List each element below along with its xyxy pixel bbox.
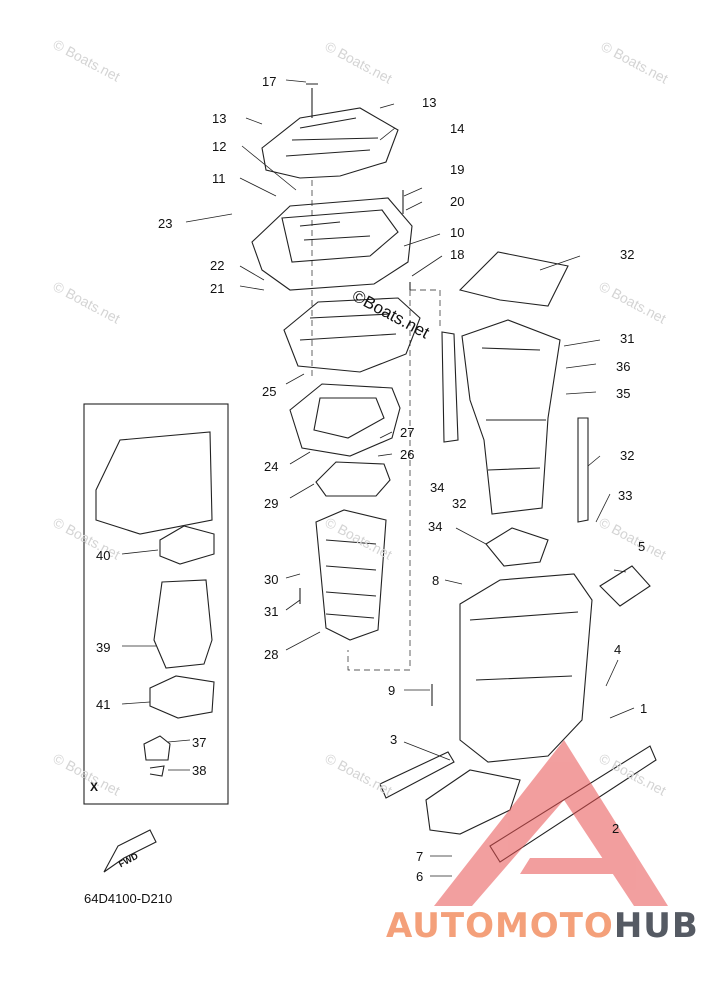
callout-33: 34 [428, 519, 443, 534]
callout-22: 24 [264, 459, 279, 474]
callout-10: 10 [450, 225, 465, 240]
brand-logo-icon [434, 740, 668, 906]
callout-6: 6 [416, 869, 424, 884]
lower-casing-1 [459, 573, 593, 763]
callout-36: 36 [616, 359, 631, 374]
callout-8: 8 [432, 573, 440, 588]
callout-14: 14 [450, 121, 465, 136]
diagram-code: 64D4100-D210 [84, 891, 173, 906]
callout-31: 32 [452, 496, 467, 511]
gasket-34 [458, 251, 569, 307]
callout-21: 23 [158, 216, 173, 231]
callout-29: 30 [264, 572, 279, 587]
callout-12: 12 [212, 139, 227, 154]
callout-41: 41 [96, 697, 111, 712]
callout-3: 3 [390, 732, 398, 747]
callout-4: 4 [614, 642, 622, 657]
callout-28: 31 [264, 604, 279, 619]
callout-34: 32 [620, 247, 635, 262]
gasket-40 [159, 525, 215, 565]
callout-30: 31 [620, 331, 635, 346]
gasket-27 [315, 461, 391, 497]
muffler-26 [315, 509, 387, 641]
callout-32: 34 [430, 480, 445, 495]
trim-3 [379, 751, 455, 799]
seal-31-right [577, 417, 589, 523]
gasket-41 [149, 675, 215, 719]
top-plate-10 [251, 197, 413, 291]
block-22 [289, 383, 401, 457]
callout-27: 29 [264, 496, 279, 511]
grommet-5 [599, 565, 651, 607]
callout-31: 32 [620, 448, 635, 463]
upper-casing-30 [461, 319, 561, 515]
callout-13: 13 [212, 111, 227, 126]
callout-1: 1 [640, 701, 648, 716]
bearing-37 [143, 735, 171, 761]
callout-40: 40 [96, 548, 111, 563]
clip-38 [149, 765, 165, 777]
callout-24: 26 [400, 447, 415, 462]
callout-23: 25 [262, 384, 277, 399]
callout-13: 13 [422, 95, 437, 110]
callout-37: 37 [192, 735, 207, 750]
callout-20: 22 [210, 258, 225, 273]
callout-5: 5 [638, 539, 646, 554]
callout-9: 9 [388, 683, 396, 698]
seal-31-left [441, 331, 459, 443]
inset-marker: X [90, 780, 99, 794]
callout-16: 18 [450, 247, 465, 262]
callout-7: 7 [416, 849, 424, 864]
gasket-23 [283, 297, 421, 373]
callout-2: 2 [612, 821, 620, 836]
callout-19: 21 [210, 281, 225, 296]
callout-39: 39 [96, 640, 111, 655]
callout-25: 27 [400, 425, 415, 440]
callout-35: 35 [616, 386, 631, 401]
muffler-39 [153, 579, 213, 669]
callout-11: 11 [212, 171, 226, 186]
callout-17: 19 [450, 162, 465, 177]
brand-wordmark: AUTOMOTOHUB [386, 906, 699, 946]
callout-18: 20 [450, 194, 465, 209]
inset-frame [83, 403, 229, 805]
gasket-33 [485, 527, 549, 567]
fwd-arrow-icon [103, 829, 157, 873]
callout-32: 33 [618, 488, 633, 503]
callout-15: 17 [262, 74, 277, 89]
callout-38: 38 [192, 763, 207, 778]
gasket-14 [261, 107, 399, 179]
callout-26: 28 [264, 647, 279, 662]
